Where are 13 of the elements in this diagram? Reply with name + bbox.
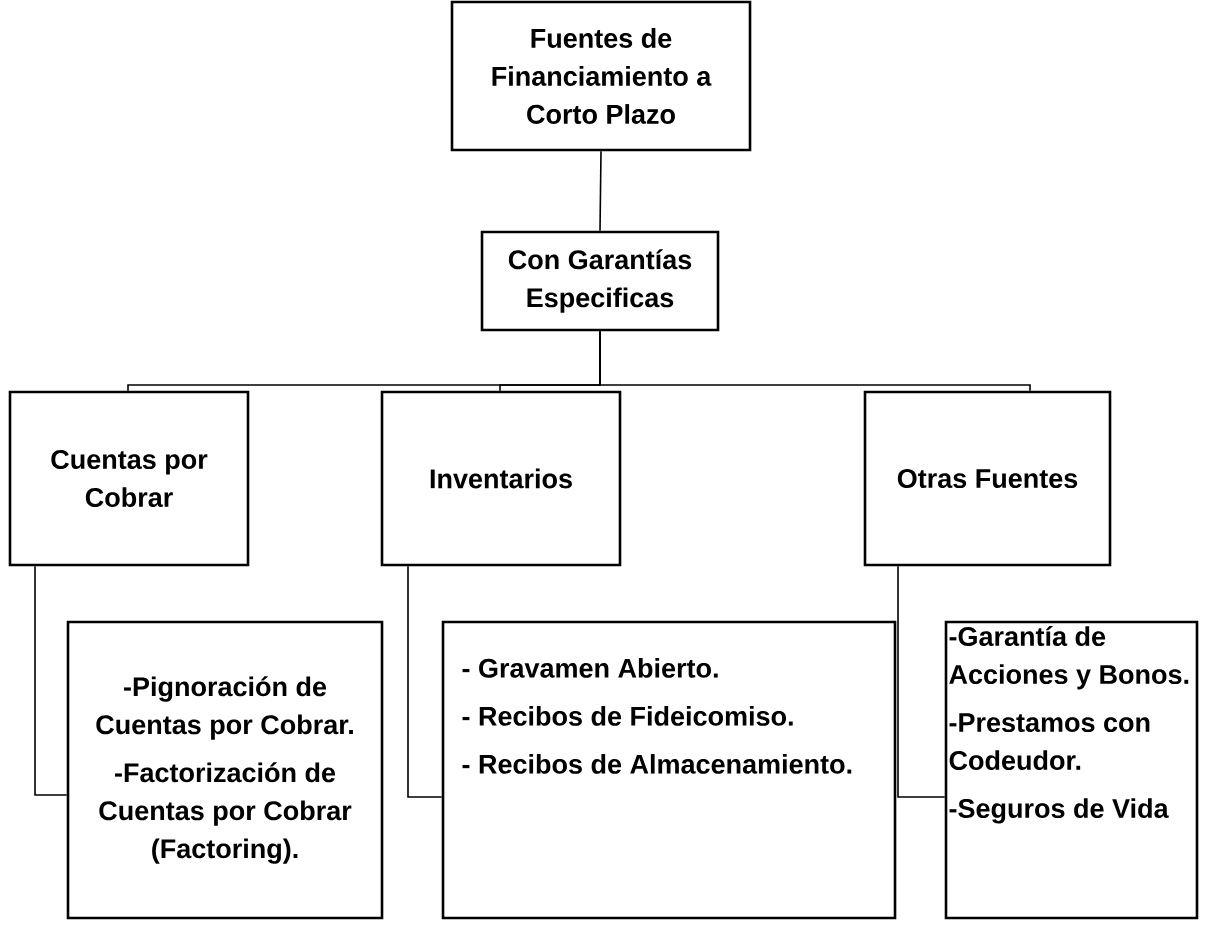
text-box: -Pignoración de Cuentas por Cobrar. -Factorización de Cuentas por Cobrar (Factoring). [66, 620, 384, 920]
connector-line [34, 565, 68, 796]
connector-line [599, 330, 1031, 392]
connector-line [599, 150, 602, 232]
text-box: Fuentes de Financiamiento a Corto Plazo [450, 0, 752, 152]
text-box: -Garantía de Acciones y Bonos. -Prestamos con Codeudor. -Seguros de Vida [944, 620, 1199, 920]
text-box: Otras Fuentes [863, 390, 1112, 567]
connector-line [407, 565, 443, 798]
text-box: Con Garantías Especificas [480, 230, 720, 332]
connector-line [897, 565, 946, 798]
text-box: - Gravamen Abierto. - Recibos de Fideicomiso. - Recibos de Almacenamiento. [441, 620, 897, 920]
text-box: Cuentas por Cobrar [8, 390, 250, 567]
text-box: Inventarios [380, 390, 622, 567]
